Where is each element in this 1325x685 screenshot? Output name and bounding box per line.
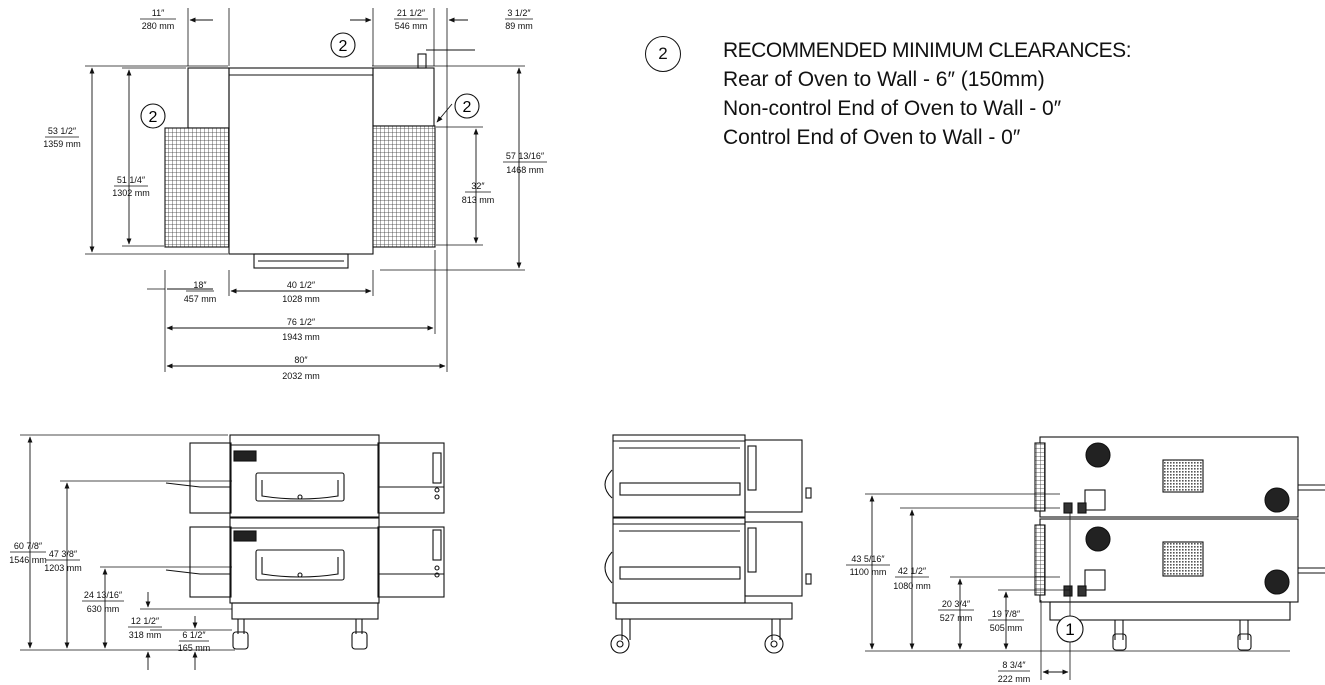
dim-8-mm: 222 mm <box>998 674 1031 684</box>
callout-top-left: 2 <box>140 103 166 129</box>
dim-21-mm: 546 mm <box>395 21 428 31</box>
dim-51-in: 51 1/4″ <box>117 175 146 185</box>
svg-text:1: 1 <box>1065 620 1074 639</box>
dim-3-mm: 89 mm <box>505 21 533 31</box>
note-line-control: Control End of Oven to Wall - 0″ <box>723 126 1021 149</box>
dim-60-in: 60 7/8″ <box>14 541 43 551</box>
callout-top-right: 2 <box>454 93 480 119</box>
dim-53-mm: 1359 mm <box>43 139 81 149</box>
dim-51-mm: 1302 mm <box>112 188 150 198</box>
dim-40-mm: 1028 mm <box>282 294 320 304</box>
dim-43-mm: 1100 mm <box>850 567 887 577</box>
dim-11-mm: 280 mm <box>142 21 175 31</box>
callout-rear: 1 <box>1056 615 1084 643</box>
dim-20-in: 20 3/4″ <box>942 599 971 609</box>
dim-12-in: 12 1/2″ <box>131 616 160 626</box>
front-view <box>20 434 445 670</box>
upper-oven-front <box>229 434 380 518</box>
oven-body-top <box>228 67 374 255</box>
front-view-labels: 60 7/8″ 1546 mm 47 3/8″ 1203 mm 24 13/16… <box>9 541 210 653</box>
rear-panel-left <box>187 67 230 129</box>
dim-18-mm: 457 mm <box>184 294 217 304</box>
dim-53-in: 53 1/2″ <box>48 126 77 136</box>
clearance-notes: 2 RECOMMENDED MINIMUM CLEARANCES: Rear o… <box>645 36 1132 152</box>
note-line-rear: Rear of Oven to Wall - 6″ (150mm) <box>723 68 1045 91</box>
dim-6-mm: 165 mm <box>178 643 211 653</box>
dim-8-in: 8 3/4″ <box>1002 660 1026 670</box>
dim-80-mm: 2032 mm <box>282 371 320 381</box>
note-heading: RECOMMENDED MINIMUM CLEARANCES: <box>723 39 1132 62</box>
conveyor-right <box>372 125 436 248</box>
dim-19-in: 19 7/8″ <box>992 609 1021 619</box>
dim-47-in: 47 3/8″ <box>49 549 78 559</box>
rear-view <box>865 436 1325 680</box>
dim-47-mm: 1203 mm <box>44 563 82 573</box>
dim-80-in: 80″ <box>294 355 308 365</box>
note-line-noncontrol: Non-control End of Oven to Wall - 0″ <box>723 97 1062 120</box>
control-box-top <box>372 67 435 127</box>
svg-text:2: 2 <box>339 38 348 55</box>
dim-24-in: 24 13/16″ <box>84 590 123 600</box>
top-view <box>85 8 525 372</box>
dim-76-mm: 1943 mm <box>282 332 320 342</box>
dim-21-in: 21 1/2″ <box>397 8 426 18</box>
dim-18-in: 18″ <box>193 280 207 290</box>
top-view-labels: 11″ 280 mm 21 1/2″ 546 mm 3 1/2″ 89 mm 5… <box>43 8 547 381</box>
rear-view-labels: 43 5/16″ 1100 mm 42 1/2″ 1080 mm 20 3/4″… <box>846 554 1084 684</box>
dim-42-mm: 1080 mm <box>893 581 931 591</box>
dim-20-mm: 527 mm <box>940 613 973 623</box>
dim-32-mm: 813 mm <box>462 195 495 205</box>
callout-top-center: 2 <box>330 32 356 58</box>
dim-3-in: 3 1/2″ <box>507 8 531 18</box>
dim-6-in: 6 1/2″ <box>182 630 206 640</box>
conveyor-left <box>164 127 230 248</box>
svg-text:2: 2 <box>149 109 158 126</box>
dim-60-mm: 1546 mm <box>9 555 47 565</box>
crumb-tray <box>253 253 349 269</box>
dim-57-in: 57 13/16″ <box>506 151 545 161</box>
dim-12-mm: 318 mm <box>129 630 162 640</box>
dim-19-mm: 505 mm <box>990 623 1023 633</box>
dim-76-in: 76 1/2″ <box>287 317 316 327</box>
svg-text:2: 2 <box>463 99 472 116</box>
dim-42-in: 42 1/2″ <box>898 566 927 576</box>
dim-43-in: 43 5/16″ <box>851 554 885 564</box>
dim-24-mm: 630 mm <box>87 604 120 614</box>
dim-40-in: 40 1/2″ <box>287 280 316 290</box>
side-view <box>604 434 812 654</box>
dim-11-in: 11″ <box>152 8 165 18</box>
dim-57-mm: 1468 mm <box>506 165 544 175</box>
note-callout-badge: 2 <box>645 36 681 72</box>
dim-32-in: 32″ <box>471 181 485 191</box>
